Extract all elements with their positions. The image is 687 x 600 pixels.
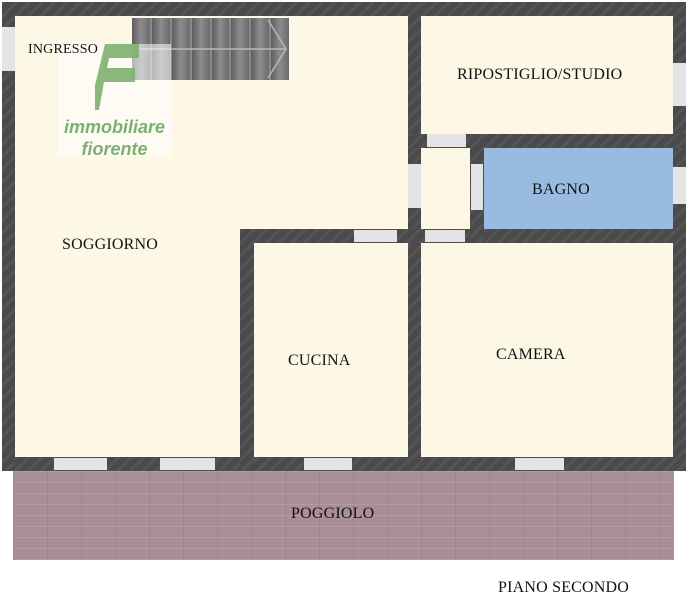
balcony-poggiolo (13, 470, 674, 560)
logo-line-2: fiorente (81, 139, 148, 159)
room-label-ripostiglio: RIPOSTIGLIO/STUDIO (457, 66, 623, 83)
room-label-poggiolo: POGGIOLO (291, 505, 375, 522)
door-cucina (354, 230, 397, 242)
room-label-cucina: CUCINA (288, 352, 351, 369)
wall-left (2, 2, 15, 471)
door-ripostiglio (427, 134, 466, 147)
logo-watermark (58, 44, 171, 156)
wall-top (2, 2, 686, 16)
room-label-camera: CAMERA (496, 346, 566, 363)
window-ingresso (2, 27, 15, 71)
wall-cucina-left (240, 229, 254, 471)
window-camera (515, 458, 564, 470)
door-camera (425, 230, 465, 242)
window-soggiorno-1 (54, 458, 107, 470)
room-label-bagno: BAGNO (532, 181, 590, 198)
window-soggiorno-2 (160, 458, 215, 470)
door-disimpegno (408, 164, 421, 208)
room-label-soggiorno: SOGGIORNO (62, 236, 159, 253)
window-cucina (304, 458, 352, 470)
floor-title: PIANO SECONDO (498, 579, 630, 596)
room-label-ingresso: INGRESSO (28, 42, 99, 57)
window-ripostiglio (673, 63, 686, 106)
window-bagno (673, 167, 686, 204)
door-bagno (471, 164, 483, 210)
floor-bagno (484, 148, 674, 230)
logo-f-icon (95, 44, 139, 110)
logo-line-1: immobiliare (63, 117, 166, 137)
